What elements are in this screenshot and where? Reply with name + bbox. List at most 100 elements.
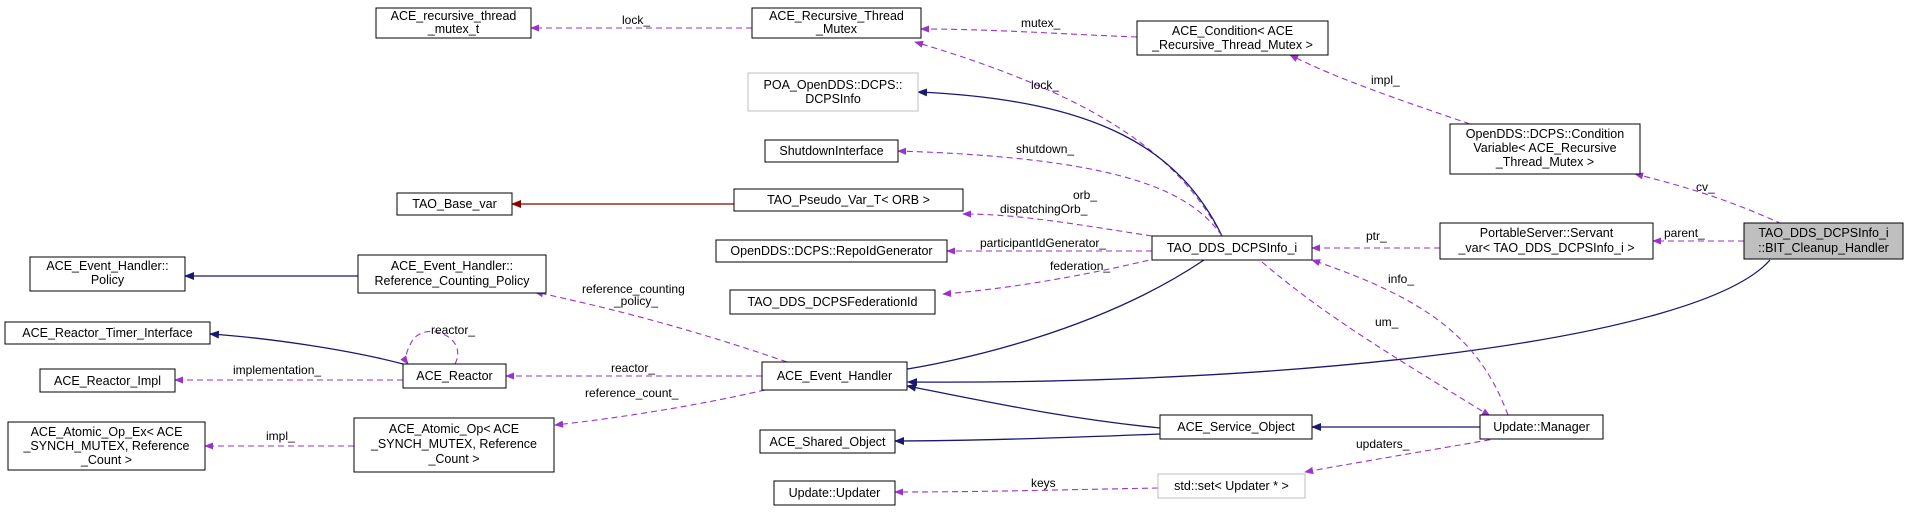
svg-text:_mutex_t: _mutex_t bbox=[427, 22, 480, 36]
svg-text:_Count >: _Count > bbox=[80, 453, 132, 467]
node-condition-variable[interactable]: OpenDDS::DCPS::Condition Variable< ACE_R… bbox=[1449, 123, 1641, 175]
edge-label-lock: lock_ bbox=[622, 13, 650, 27]
svg-text:Variable< ACE_Recursive: Variable< ACE_Recursive bbox=[1473, 141, 1616, 155]
node-reference-counting-policy[interactable]: ACE_Event_Handler:: Reference_Counting_P… bbox=[357, 254, 547, 294]
edge-labels: lock_ mutex_ lock_ impl_ cv_ shutdown_ o… bbox=[233, 13, 1715, 490]
svg-text:Update::Manager: Update::Manager bbox=[1493, 420, 1590, 434]
edge-impl-condition bbox=[1289, 54, 1471, 125]
svg-text:ACE_Reactor_Impl: ACE_Reactor_Impl bbox=[54, 374, 161, 388]
edge-inherit-dcpsinfo-eh bbox=[887, 259, 1205, 375]
edge-inherit-timer bbox=[209, 330, 404, 365]
edge-label-um: um_ bbox=[1375, 315, 1399, 329]
node-reactor-timer-interface[interactable]: ACE_Reactor_Timer_Interface bbox=[4, 321, 211, 345]
svg-text:_SYNCH_MUTEX, Reference: _SYNCH_MUTEX, Reference bbox=[22, 439, 189, 453]
edge-um bbox=[1261, 261, 1491, 417]
svg-text:Update::Updater: Update::Updater bbox=[789, 486, 881, 500]
svg-text:_var< TAO_DDS_DCPSInfo_i >: _var< TAO_DDS_DCPSInfo_i > bbox=[1457, 241, 1634, 255]
edge-label-impl: impl_ bbox=[1371, 73, 1400, 87]
edge-cv bbox=[1634, 172, 1783, 225]
node-shutdown-interface[interactable]: ShutdownInterface bbox=[764, 139, 899, 163]
edge-inherit-bit-eh bbox=[907, 259, 1771, 387]
edge-reference-count bbox=[554, 389, 766, 428]
svg-text:Reference_Counting_Policy: Reference_Counting_Policy bbox=[375, 274, 531, 288]
svg-text:TAO_Pseudo_Var_T< ORB >: TAO_Pseudo_Var_T< ORB > bbox=[767, 193, 930, 207]
node-std-set[interactable]: std::set< Updater * > bbox=[1157, 473, 1306, 499]
edge-label-shutdown: shutdown_ bbox=[1016, 142, 1074, 156]
svg-text:ACE_Condition< ACE: ACE_Condition< ACE bbox=[1172, 24, 1293, 38]
node-service-object[interactable]: ACE_Service_Object bbox=[1159, 414, 1313, 440]
nodes: ACE_recursive_thread _mutex_t ACE_Recurs… bbox=[4, 7, 1904, 506]
node-ace-recursive-thread-mutex[interactable]: ACE_Recursive_Thread _Mutex bbox=[751, 7, 922, 39]
node-federation-id[interactable]: TAO_DDS_DCPSFederationId bbox=[729, 289, 936, 315]
node-policy[interactable]: ACE_Event_Handler:: Policy bbox=[29, 256, 186, 292]
svg-text:ACE_Reactor: ACE_Reactor bbox=[416, 369, 492, 383]
node-reactor-impl[interactable]: ACE_Reactor_Impl bbox=[39, 368, 176, 393]
edge-reference-counting-policy bbox=[534, 290, 788, 363]
edge-label-reactor: reactor_ bbox=[611, 361, 655, 375]
node-update-manager[interactable]: Update::Manager bbox=[1479, 414, 1604, 440]
svg-text:ACE_Service_Object: ACE_Service_Object bbox=[1177, 420, 1295, 434]
edge-label-updaters: updaters_ bbox=[1356, 437, 1410, 451]
edge-inherit-shared bbox=[894, 433, 1161, 445]
svg-text:TAO_DDS_DCPSFederationId: TAO_DDS_DCPSFederationId bbox=[748, 295, 918, 309]
svg-text:_Count >: _Count > bbox=[427, 452, 479, 466]
edge-inherit-poa bbox=[917, 88, 1223, 237]
svg-text:ACE_Event_Handler::: ACE_Event_Handler:: bbox=[391, 259, 513, 273]
edges bbox=[174, 24, 1783, 496]
edge-label-parent: parent_ bbox=[1664, 226, 1705, 240]
edge-label-lock-2: lock_ bbox=[1031, 78, 1059, 92]
svg-text:_SYNCH_MUTEX, Reference: _SYNCH_MUTEX, Reference bbox=[370, 437, 537, 451]
svg-text:ACE_recursive_thread: ACE_recursive_thread bbox=[391, 9, 517, 23]
node-poa-dcpsinfo[interactable]: POA_OpenDDS::DCPS:: DCPSInfo bbox=[747, 72, 919, 112]
edge-label-mutex: mutex_ bbox=[1021, 16, 1061, 30]
edge-label-ptr: ptr_ bbox=[1366, 229, 1387, 243]
edge-federation bbox=[942, 257, 1159, 297]
svg-text:ACE_Event_Handler::: ACE_Event_Handler:: bbox=[46, 259, 168, 273]
edge-label-cv: cv_ bbox=[1696, 180, 1715, 194]
edge-label-info: info_ bbox=[1388, 272, 1414, 286]
svg-text:OpenDDS::DCPS::Condition: OpenDDS::DCPS::Condition bbox=[1466, 127, 1624, 141]
svg-text:OpenDDS::DCPS::RepoIdGenerator: OpenDDS::DCPS::RepoIdGenerator bbox=[730, 244, 932, 258]
edge-shutdown bbox=[897, 147, 1223, 237]
svg-text:ACE_Recursive_Thread: ACE_Recursive_Thread bbox=[769, 9, 904, 23]
svg-text:PortableServer::Servant: PortableServer::Servant bbox=[1480, 226, 1614, 240]
svg-text:::BIT_Cleanup_Handler: ::BIT_Cleanup_Handler bbox=[1758, 241, 1889, 255]
svg-text:ACE_Atomic_Op< ACE: ACE_Atomic_Op< ACE bbox=[389, 422, 519, 436]
svg-text:TAO_Base_var: TAO_Base_var bbox=[412, 197, 497, 211]
svg-text:_Mutex: _Mutex bbox=[815, 22, 858, 36]
svg-text:ACE_Event_Handler: ACE_Event_Handler bbox=[777, 369, 892, 383]
edge-label-implementation: implementation_ bbox=[233, 363, 321, 377]
edge-label-reference-counting-policy: reference_counting bbox=[582, 282, 685, 296]
node-update-updater[interactable]: Update::Updater bbox=[773, 480, 896, 506]
node-reactor[interactable]: ACE_Reactor bbox=[402, 363, 507, 389]
node-shared-object[interactable]: ACE_Shared_Object bbox=[759, 429, 896, 454]
edge-keys bbox=[894, 487, 1159, 496]
node-ace-recursive-thread-mutex-t[interactable]: ACE_recursive_thread _mutex_t bbox=[375, 7, 532, 39]
node-atomic-op[interactable]: ACE_Atomic_Op< ACE _SYNCH_MUTEX, Referen… bbox=[353, 417, 555, 473]
edge-label-reactor-self: reactor_ bbox=[431, 323, 475, 337]
edge-label-keys: keys bbox=[1031, 476, 1056, 490]
node-event-handler[interactable]: ACE_Event_Handler bbox=[761, 361, 908, 391]
node-dcpsinfo-i[interactable]: TAO_DDS_DCPSInfo_i bbox=[1151, 235, 1313, 261]
edge-lock-dcpsinfo bbox=[914, 40, 1223, 237]
svg-text:_Recursive_Thread_Mutex >: _Recursive_Thread_Mutex > bbox=[1151, 38, 1313, 52]
svg-text:ACE_Atomic_Op_Ex< ACE: ACE_Atomic_Op_Ex< ACE bbox=[31, 425, 183, 439]
edge-label-orb: orb_ bbox=[1073, 188, 1097, 202]
node-ace-condition[interactable]: ACE_Condition< ACE _Recursive_Thread_Mut… bbox=[1136, 20, 1329, 56]
node-servant-var[interactable]: PortableServer::Servant _var< TAO_DDS_DC… bbox=[1439, 222, 1654, 260]
edge-inherit-service-eh bbox=[906, 383, 1161, 429]
node-repoid-generator[interactable]: OpenDDS::DCPS::RepoIdGenerator bbox=[715, 239, 948, 263]
edge-label-reference-count: reference_count_ bbox=[585, 386, 679, 400]
svg-text:Policy: Policy bbox=[91, 273, 125, 287]
node-tao-base-var[interactable]: TAO_Base_var bbox=[396, 192, 513, 216]
svg-text:TAO_DDS_DCPSInfo_i: TAO_DDS_DCPSInfo_i bbox=[1758, 226, 1888, 240]
node-bit-cleanup-handler[interactable]: TAO_DDS_DCPSInfo_i ::BIT_Cleanup_Handler bbox=[1743, 222, 1904, 260]
svg-text:DCPSInfo: DCPSInfo bbox=[805, 92, 861, 106]
svg-text:std::set< Updater * >: std::set< Updater * > bbox=[1174, 479, 1289, 493]
svg-text:POA_OpenDDS::DCPS::: POA_OpenDDS::DCPS:: bbox=[764, 78, 903, 92]
svg-text:ACE_Shared_Object: ACE_Shared_Object bbox=[769, 435, 886, 449]
node-atomic-op-ex[interactable]: ACE_Atomic_Op_Ex< ACE _SYNCH_MUTEX, Refe… bbox=[7, 421, 206, 471]
edge-label-impl-atomic: impl_ bbox=[266, 429, 295, 443]
edge-reactor-self bbox=[400, 330, 459, 365]
node-tao-pseudo-var[interactable]: TAO_Pseudo_Var_T< ORB > bbox=[733, 188, 964, 212]
